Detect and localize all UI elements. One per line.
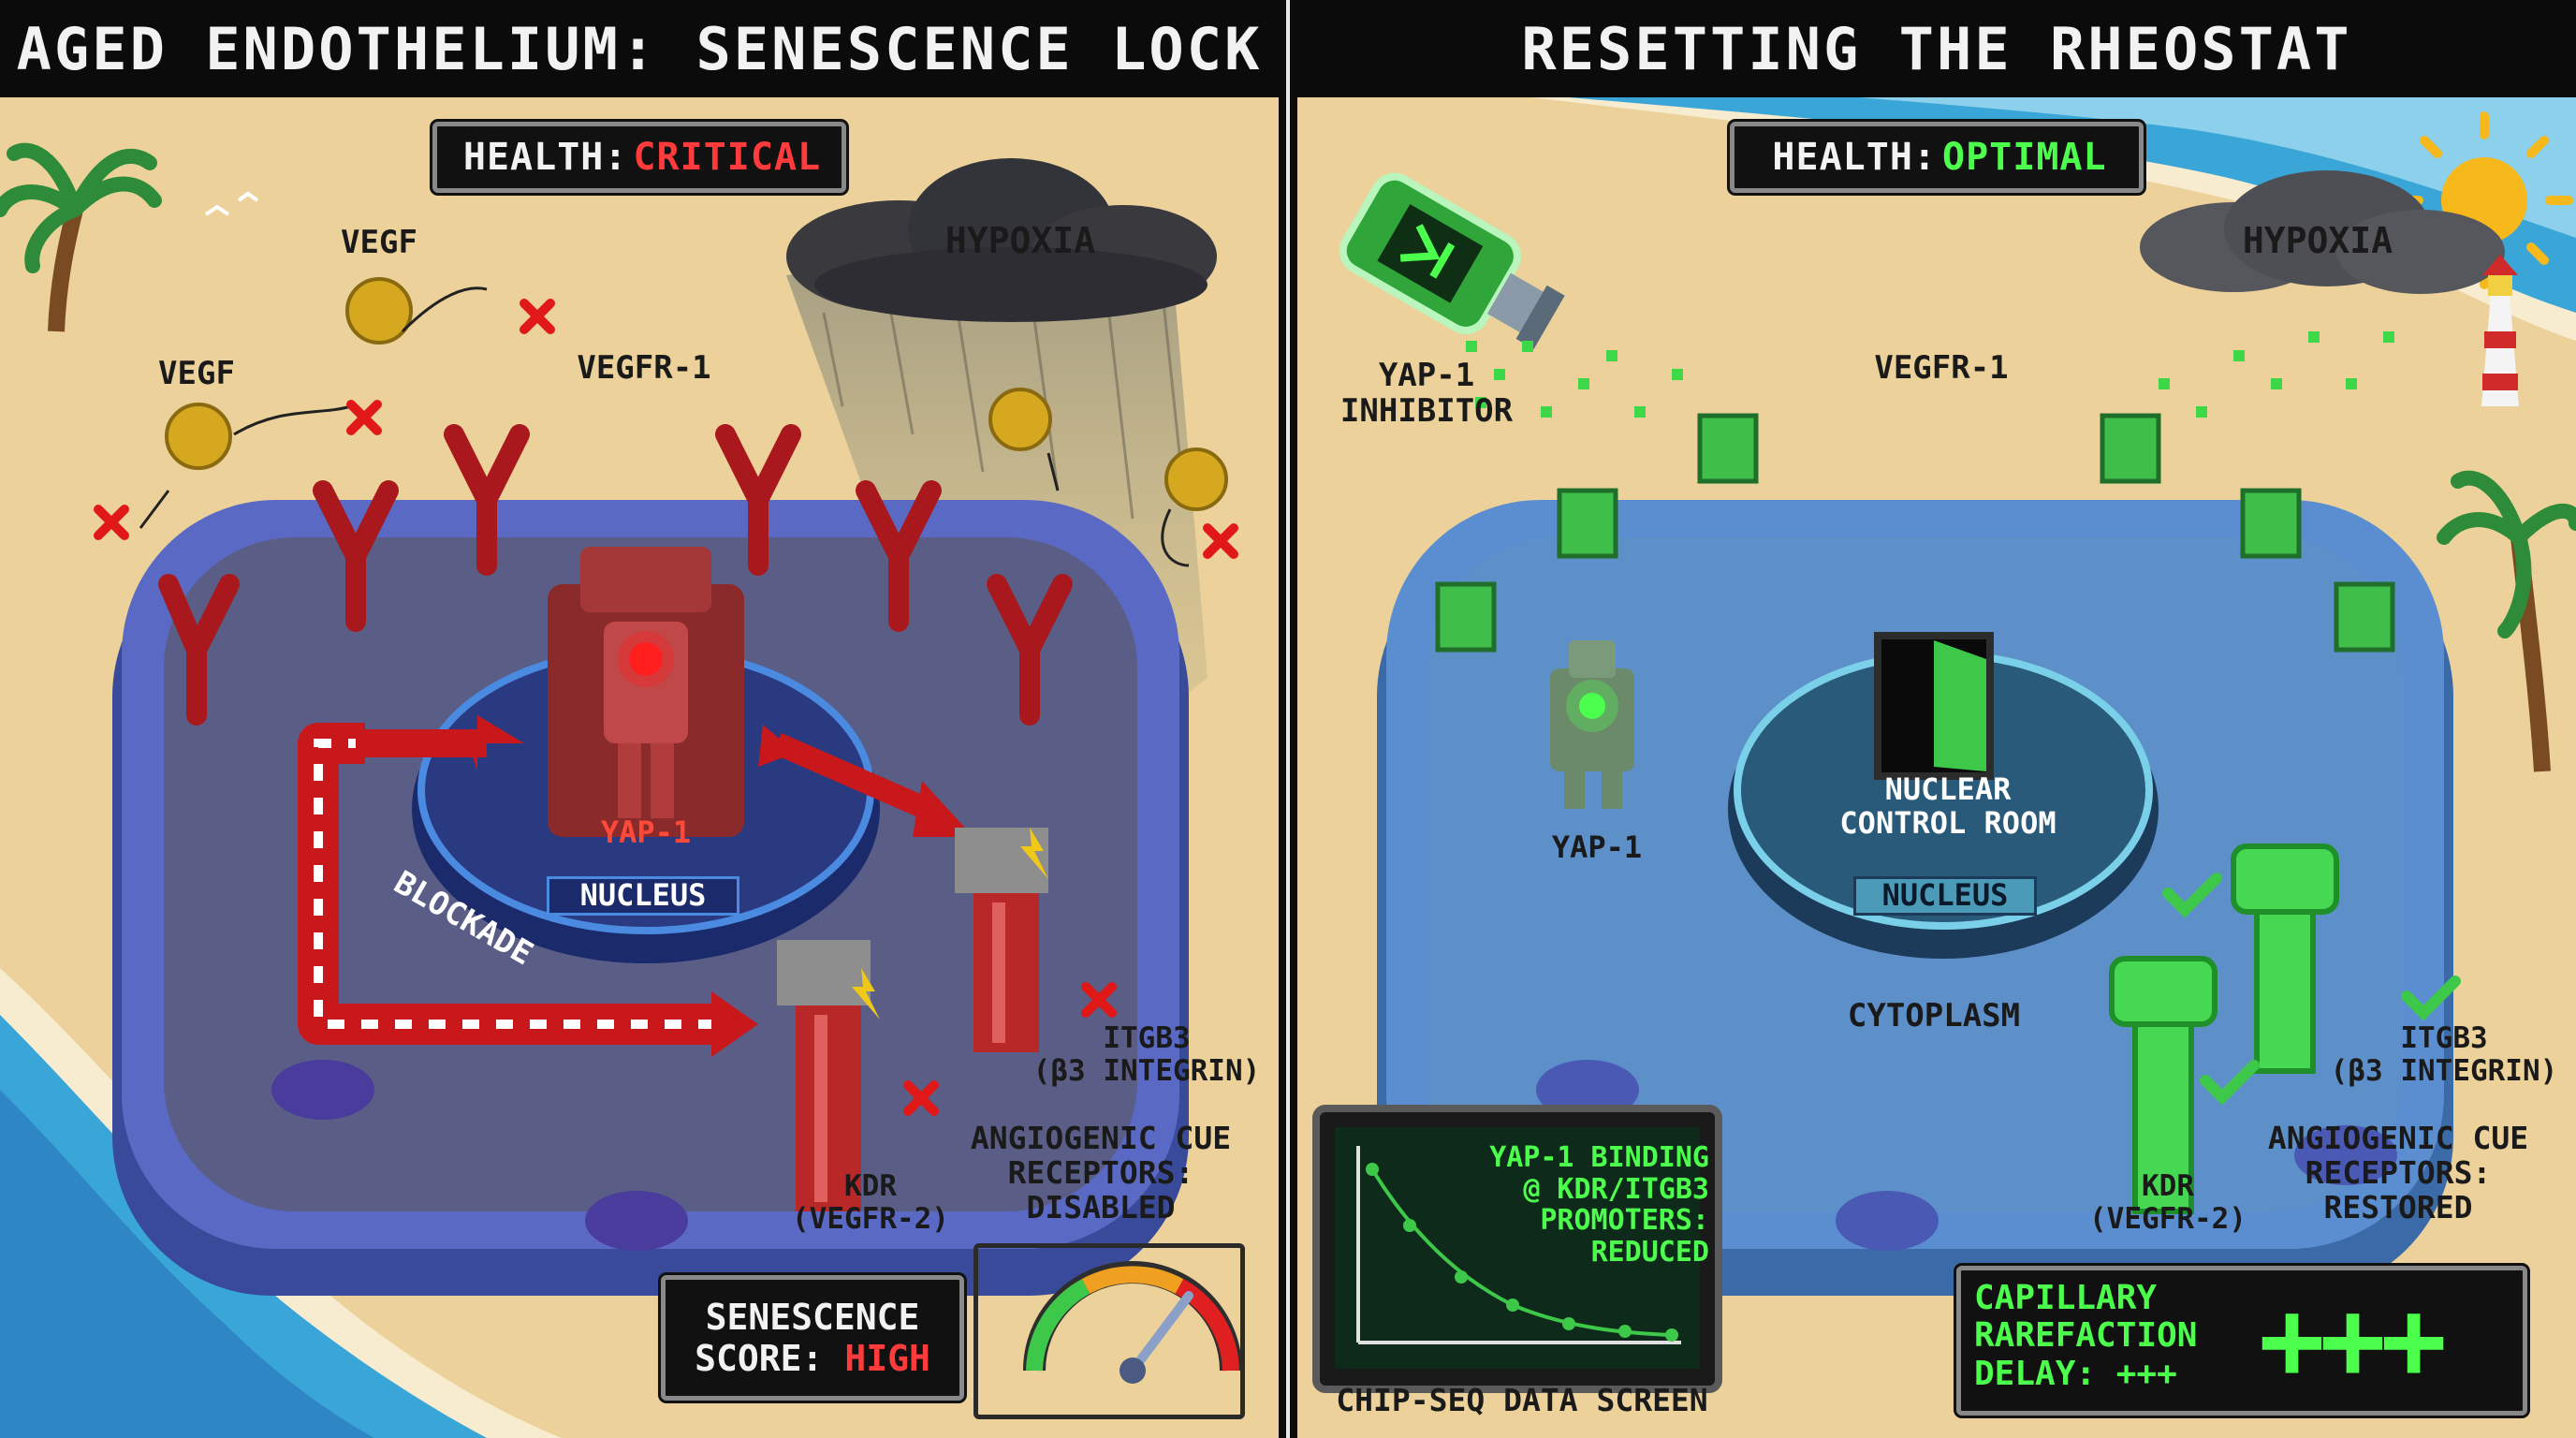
vegfr1-label: VEGFR-1 xyxy=(1874,349,2009,387)
spark-icon xyxy=(852,828,1048,1020)
vegf-label-top: VEGF xyxy=(341,224,417,261)
broken-itgb3-receptor-icon xyxy=(955,828,1048,1052)
yap1-label: YAP-1 xyxy=(1551,829,1643,865)
light-cloud-icon xyxy=(2140,170,2505,294)
health-label: HEALTH: xyxy=(1772,136,1937,179)
vegf-label-left: VEGF xyxy=(158,355,235,392)
senescence-gauge-icon xyxy=(1023,1261,1242,1384)
itgb3-label: ITGB3 (β3 INTEGRIN) xyxy=(1032,1021,1261,1088)
right-panel-reset: RESETTING THE RHEOSTAT xyxy=(1297,0,2576,1438)
angiogenic-cue-label: ANGIOGENIC CUE RECEPTORS: DISABLED xyxy=(970,1120,1232,1225)
palm-tree-icon xyxy=(2437,470,2576,772)
yap1-inhibitor-bottle-icon xyxy=(1339,172,1565,349)
yap1-inhibitor-label: YAP-1 INHIBITOR xyxy=(1339,357,1514,431)
angiogenic-cue-label: ANGIOGENIC CUE RECEPTORS: RESTORED xyxy=(2267,1120,2529,1225)
left-panel-aged: AGED ENDOTHELIUM: SENESCENCE LOCK xyxy=(0,0,1279,1438)
health-status-box: HEALTH: CRITICAL xyxy=(432,122,846,193)
palm-tree-icon xyxy=(0,142,162,332)
nuclear-control-room-label: NUCLEAR CONTROL ROOM xyxy=(1839,771,2056,841)
nucleus-label: NUCLEUS xyxy=(547,876,739,916)
yap1-label: YAP-1 xyxy=(600,814,692,850)
capillary-delay-box: CAPILLARY RAREFACTION DELAY: +++ +++ xyxy=(1956,1266,2527,1416)
delay-plus-icon: +++ xyxy=(2259,1275,2447,1404)
restored-itgb3-receptor-icon xyxy=(2231,844,2339,1074)
nucleus-label: NUCLEUS xyxy=(1853,876,2037,916)
vegfr1-receptor-icon xyxy=(158,424,1073,726)
inhibitor-particles xyxy=(1466,331,2394,418)
chip-seq-readout: YAP-1 BINDING @ KDR/ITGB3 PROMOTERS: RED… xyxy=(1489,1141,1709,1269)
kdr-label: KDR (VEGFR-2) xyxy=(2089,1169,2247,1236)
health-status-box: HEALTH: OPTIMAL xyxy=(1730,122,2144,193)
itgb3-label: ITGB3 (β3 INTEGRIN) xyxy=(2330,1021,2558,1088)
restored-kdr-receptor-icon xyxy=(2109,956,2217,1214)
vegf-ligand-icon xyxy=(165,277,1228,511)
kdr-label: KDR (VEGFR-2) xyxy=(792,1169,949,1236)
vegfr1-label: VEGFR-1 xyxy=(577,349,711,387)
blockade-arrow xyxy=(298,715,973,1057)
right-panel-title: RESETTING THE RHEOSTAT xyxy=(1297,0,2576,97)
vegfr1-receptor-icon xyxy=(1435,413,2395,653)
left-scene xyxy=(0,97,1279,1438)
nucleus-control-room xyxy=(1728,632,2159,959)
health-value-optimal: OPTIMAL xyxy=(1942,136,2107,179)
hypoxia-label: HYPOXIA xyxy=(2242,220,2393,261)
yap1-giant-icon xyxy=(548,547,744,837)
right-scene xyxy=(1297,97,2576,1438)
panel-divider xyxy=(1279,0,1297,1438)
gauge-frame xyxy=(973,1243,1245,1419)
chip-seq-screen xyxy=(1312,1105,1722,1393)
lighthouse-icon xyxy=(2481,255,2519,406)
seagulls-icon xyxy=(204,191,259,216)
left-panel-title: AGED ENDOTHELIUM: SENESCENCE LOCK xyxy=(0,0,1279,97)
hypoxia-label: HYPOXIA xyxy=(944,220,1096,261)
yap1-small-icon xyxy=(1550,640,1634,809)
cytoplasm-label: CYTOPLASM xyxy=(1847,997,2021,1034)
health-label: HEALTH: xyxy=(462,136,628,179)
storm-cloud-icon xyxy=(786,158,1217,322)
blocked-x-icon xyxy=(94,299,1238,1116)
check-icon xyxy=(2162,873,2461,1106)
senescence-score-box: SENESCENCE SCORE: HIGH xyxy=(661,1275,964,1401)
health-value-critical: CRITICAL xyxy=(633,136,822,179)
broken-kdr-receptor-icon xyxy=(777,940,871,1211)
chip-seq-caption: CHIP-SEQ DATA SCREEN xyxy=(1336,1382,1708,1418)
